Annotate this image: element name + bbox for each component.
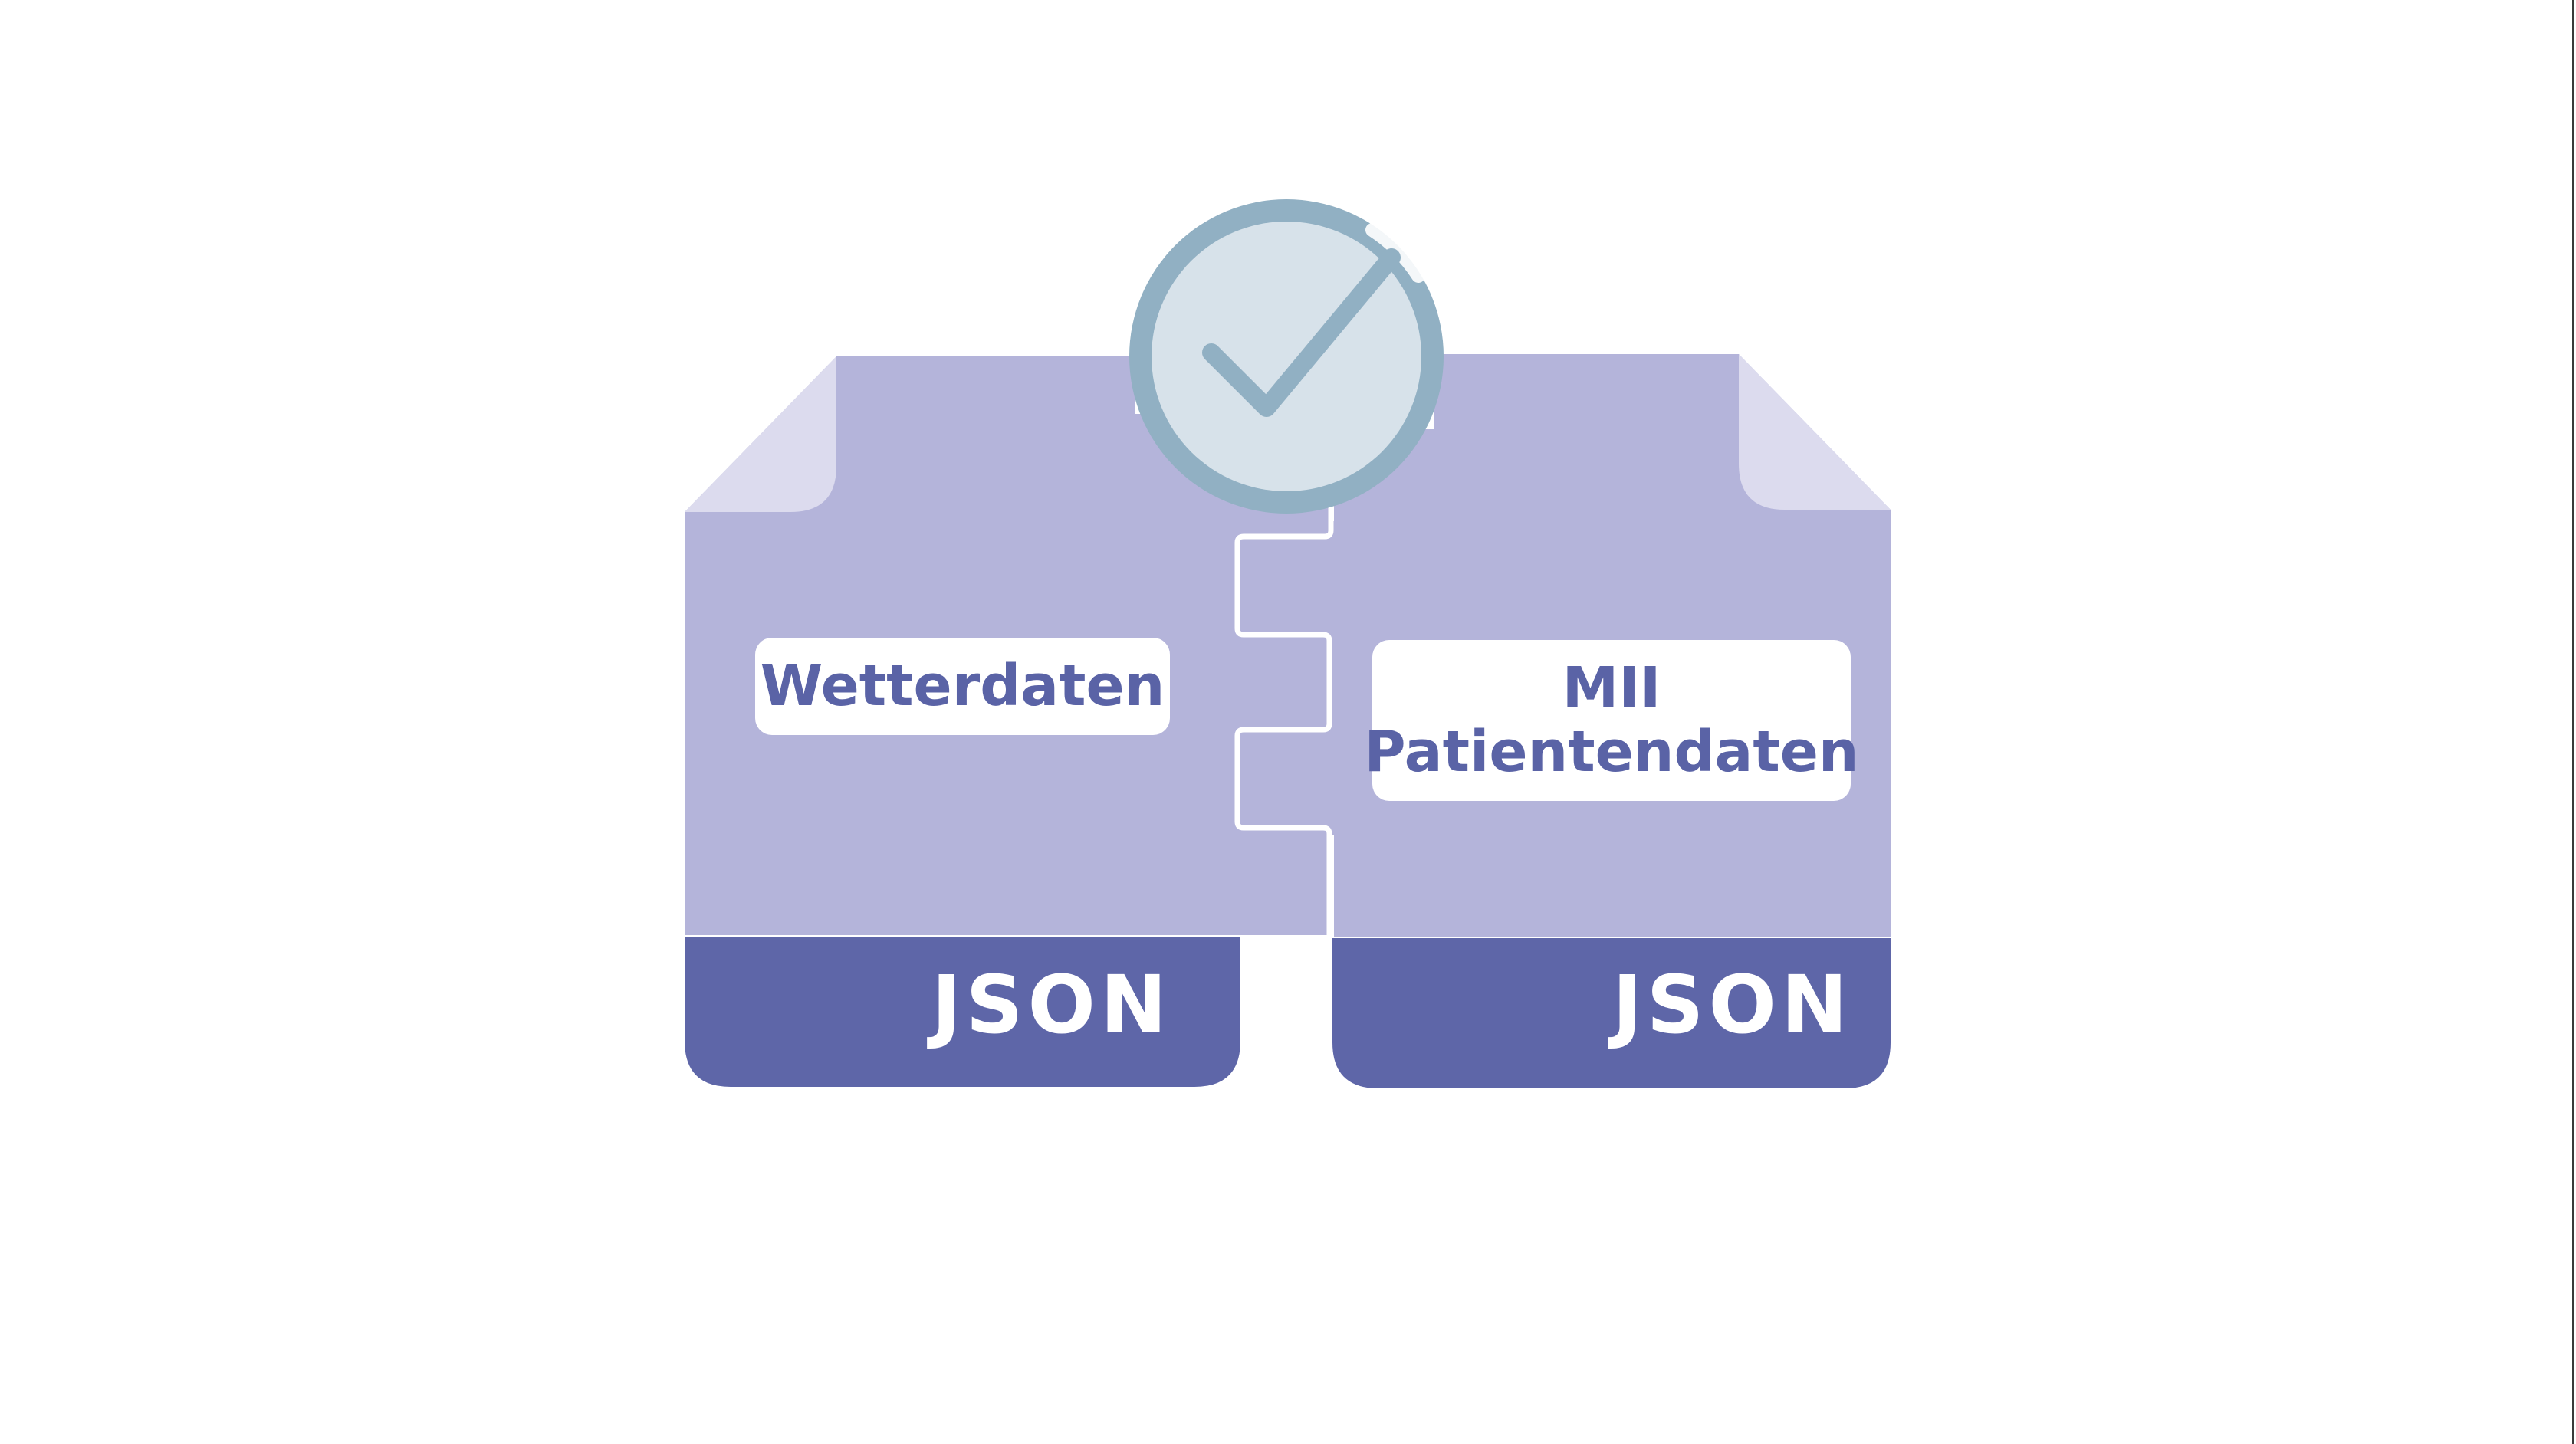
- left-file-label-text: Wetterdaten: [760, 653, 1165, 720]
- right-file-footer: [1332, 938, 1891, 1088]
- left-file-label: Wetterdaten: [755, 638, 1170, 735]
- right-file-label: MII Patientendaten: [1364, 640, 1859, 801]
- left-file-fold: [685, 356, 836, 512]
- right-file-label-line2: Patientendaten: [1364, 719, 1859, 785]
- left-file-format: JSON: [931, 958, 1171, 1052]
- left-file-footer: [685, 937, 1240, 1087]
- check-badge: [1129, 199, 1444, 514]
- right-file-fold: [1739, 354, 1891, 510]
- puzzle-seam: [1234, 506, 1334, 937]
- right-file-format: JSON: [1612, 958, 1852, 1052]
- right-file-label-line1: MII: [1562, 655, 1661, 722]
- checkmark-icon: [1202, 248, 1401, 417]
- right-edge-line: [2572, 0, 2574, 1444]
